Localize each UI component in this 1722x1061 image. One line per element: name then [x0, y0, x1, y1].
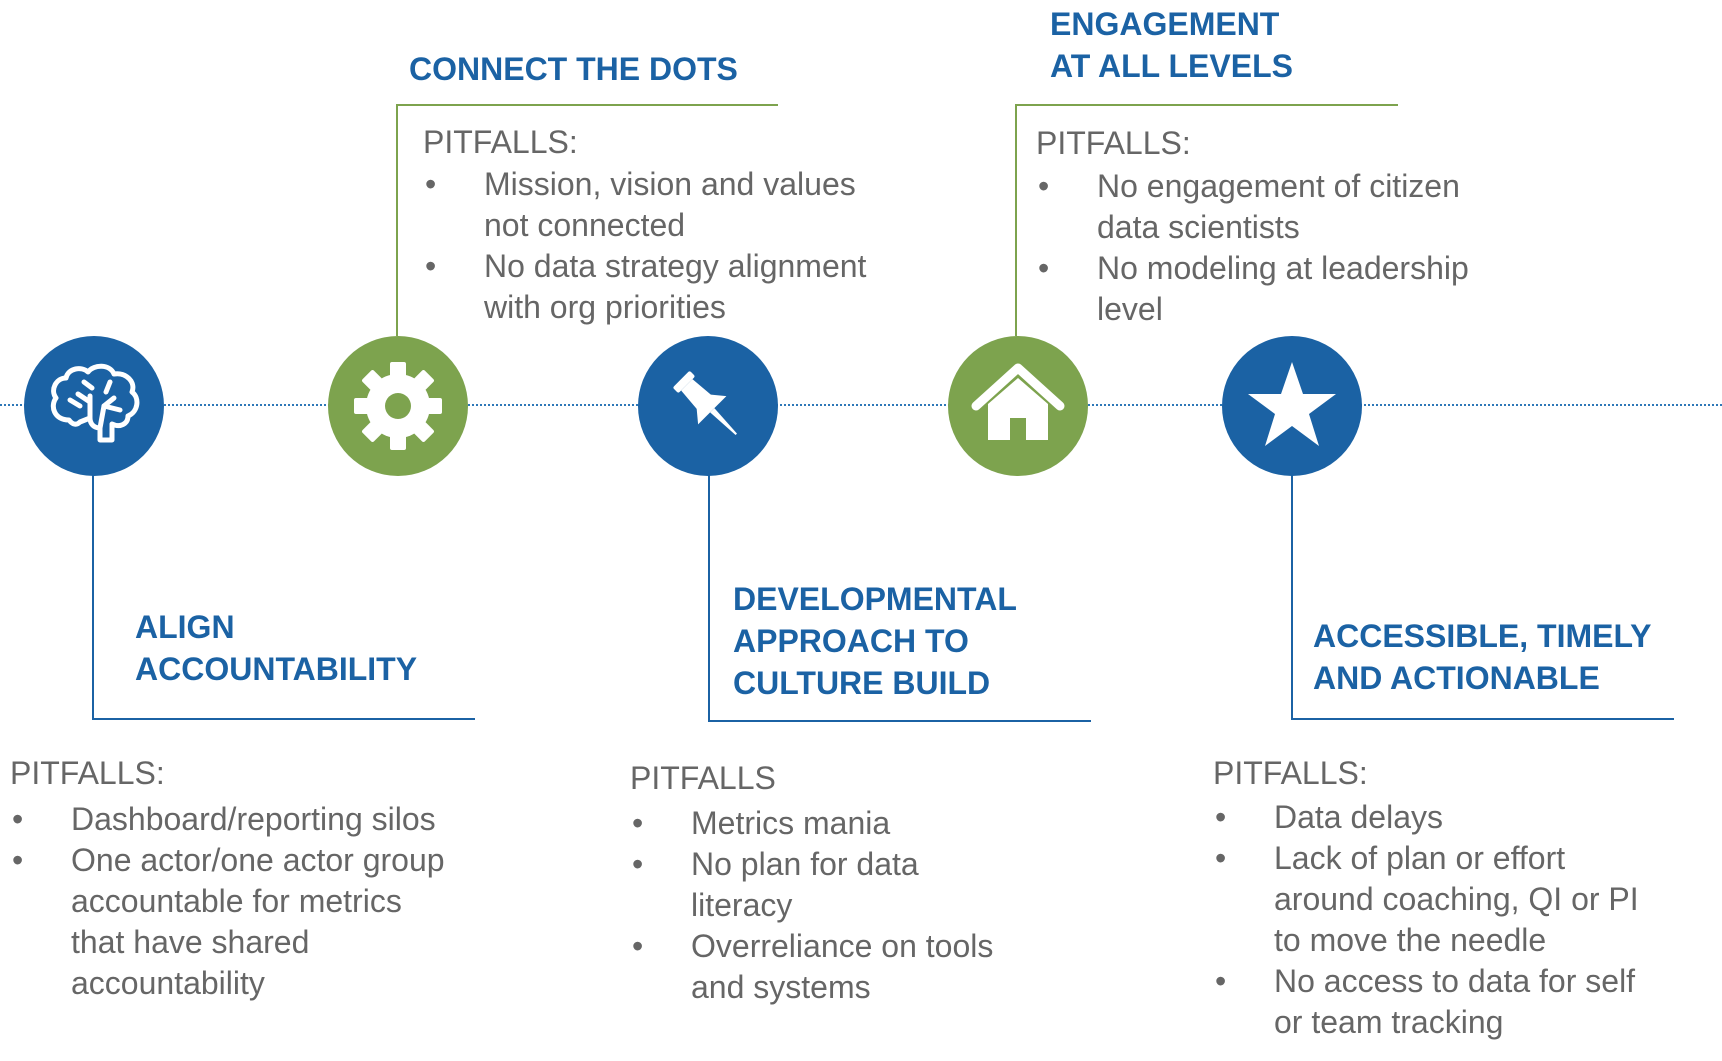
- pitfalls-title: PITFALLS: [630, 760, 776, 796]
- heading-line: ENGAGEMENT: [1050, 6, 1280, 42]
- connector-developmental-horizontal: [708, 720, 1091, 722]
- milestone-align-accountability: [24, 336, 164, 476]
- connector-developmental-vertical: [708, 440, 710, 722]
- connector-engagement-vertical: [1015, 104, 1017, 336]
- pitfalls-list: No engagement of citizen data scientists…: [1036, 166, 1469, 330]
- pitfall-item: One actor/one actor group accountable fo…: [10, 840, 445, 1004]
- heading-line: CULTURE BUILD: [733, 665, 991, 701]
- pitfalls-title: PITFALLS:: [423, 124, 578, 160]
- heading-line: AND ACTIONABLE: [1313, 660, 1600, 696]
- heading-engagement: ENGAGEMENT AT ALL LEVELS: [1050, 3, 1293, 87]
- pitfalls-title: PITFALLS:: [1036, 125, 1191, 161]
- connector-accessible-vertical: [1291, 440, 1293, 720]
- pitfall-item: No access to data for self or team track…: [1213, 961, 1639, 1043]
- heading-line: CONNECT THE DOTS: [409, 51, 738, 87]
- connector-align-horizontal: [92, 718, 475, 720]
- pitfall-item: No plan for data literacy: [630, 844, 993, 926]
- heading-line: ACCOUNTABILITY: [135, 651, 418, 687]
- connector-connect-horizontal: [396, 104, 778, 106]
- pitfall-item: No engagement of citizen data scientists: [1036, 166, 1469, 248]
- pitfalls-list: Dashboard/reporting silos One actor/one …: [10, 799, 445, 1004]
- pitfall-item: Metrics mania: [630, 803, 993, 844]
- pitfall-item: Data delays: [1213, 797, 1639, 838]
- brain-icon: [50, 363, 140, 443]
- pitfall-item: No data strategy alignment with org prio…: [423, 246, 866, 328]
- heading-line: ACCESSIBLE, TIMELY: [1313, 618, 1652, 654]
- milestone-connect-the-dots: [328, 336, 468, 476]
- heading-accessible: ACCESSIBLE, TIMELY AND ACTIONABLE: [1313, 615, 1651, 699]
- pitfalls-list: Data delays Lack of plan or effort aroun…: [1213, 797, 1639, 1043]
- milestone-engagement: [948, 336, 1088, 476]
- connector-align-vertical: [92, 440, 94, 720]
- pitfalls-list: Mission, vision and values not connected…: [423, 164, 866, 328]
- gear-icon: [354, 362, 442, 450]
- pitfall-item: No modeling at leadership level: [1036, 248, 1469, 330]
- milestone-developmental-approach: [638, 336, 778, 476]
- milestone-accessible: [1222, 336, 1362, 476]
- pitfalls-title: PITFALLS:: [10, 755, 165, 791]
- pitfalls-title: PITFALLS:: [1213, 755, 1368, 791]
- pitfall-item: Mission, vision and values not connected: [423, 164, 866, 246]
- home-icon: [971, 363, 1065, 440]
- star-icon: [1248, 362, 1336, 446]
- heading-connect-the-dots: CONNECT THE DOTS: [409, 48, 738, 90]
- heading-align-accountability: ALIGN ACCOUNTABILITY: [135, 606, 417, 690]
- pitfall-item: Dashboard/reporting silos: [10, 799, 445, 840]
- heading-line: AT ALL LEVELS: [1050, 48, 1293, 84]
- pitfalls-list: Metrics mania No plan for data literacy …: [630, 803, 993, 1008]
- connector-connect-vertical: [396, 104, 398, 336]
- pitfall-item: Lack of plan or effort around coaching, …: [1213, 838, 1639, 961]
- heading-line: DEVELOPMENTAL: [733, 581, 1017, 617]
- timeline-line: [0, 404, 1722, 406]
- pitfall-item: Overreliance on tools and systems: [630, 926, 993, 1008]
- heading-line: ALIGN: [135, 609, 235, 645]
- pushpin-icon: [673, 371, 737, 435]
- connector-accessible-horizontal: [1291, 718, 1674, 720]
- connector-engagement-horizontal: [1015, 104, 1398, 106]
- heading-line: APPROACH TO: [733, 623, 969, 659]
- heading-developmental-approach: DEVELOPMENTAL APPROACH TO CULTURE BUILD: [733, 578, 1017, 704]
